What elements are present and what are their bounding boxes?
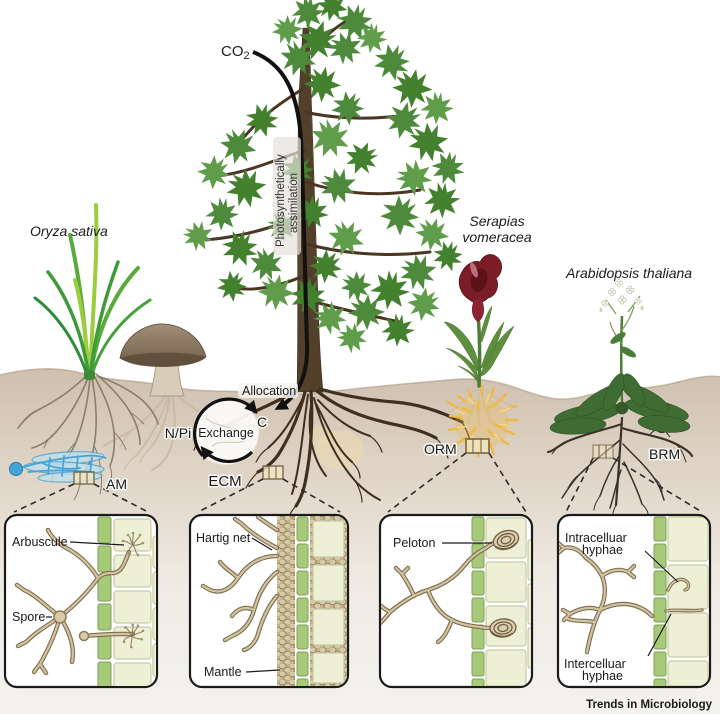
arabidopsis-rosette: [549, 373, 691, 435]
inset-ecm: Hartig net Mantle: [188, 513, 350, 689]
co2-assimilation-arrow: [252, 50, 310, 410]
am-zoom-rect: [73, 471, 95, 485]
tree: CO2 Photosyntheticallyassimilation: [178, 0, 471, 410]
journal-credit: Trends in Microbiology: [586, 699, 712, 711]
brm-label: BRM: [649, 446, 680, 462]
cycle-arc-top: [193, 397, 258, 458]
exchange-cycle: Allocation Exchange C N/Pi ECM: [163, 383, 298, 492]
am-label: AM: [106, 476, 127, 492]
rice-plant: Oryza sativa: [8, 203, 159, 501]
am-hyphae: [19, 454, 107, 477]
brm-zoom-rect: [592, 444, 614, 459]
nutrient-label: N/Pi: [165, 425, 191, 441]
arabidopsis-plant: Arabidopsis thaliana: [546, 265, 694, 515]
assimilation-label: Photosyntheticallyassimilation: [273, 137, 301, 255]
arabidopsis-shoot: [549, 279, 691, 435]
ecm-inset-hyphae: [200, 516, 280, 653]
mushroom: [119, 323, 207, 397]
rice-shoot: [33, 203, 152, 380]
peloton-label: Peloton: [393, 536, 435, 550]
tree-roots: [193, 387, 471, 518]
faded-roots: [103, 391, 225, 471]
am-structure: [8, 451, 107, 483]
rice-name-label: Oryza sativa: [30, 223, 108, 239]
allocation-label: Allocation: [242, 384, 296, 398]
orm-label: ORM: [424, 441, 457, 457]
co2-label: CO2: [221, 43, 250, 62]
cycle-arc-bottom: [200, 445, 254, 464]
ecm-zoom-rect: [262, 465, 284, 480]
arbuscule-label: Arbuscule: [12, 535, 68, 549]
inset-am: Arbuscule Spore: [3, 513, 159, 689]
arabidopsis-name-label: Arabidopsis thaliana: [565, 265, 692, 281]
spore-label: Spore: [12, 610, 45, 624]
mantle-label: Mantle: [204, 665, 242, 679]
am-spore: [8, 461, 24, 477]
ecm-label: ECM: [208, 473, 241, 490]
orm-inset-hyphae: [381, 526, 522, 646]
am-inset-hyphae: [14, 527, 149, 676]
carbon-label: C: [257, 414, 267, 430]
inset-orm: Peloton: [378, 513, 534, 689]
orchid-flower: [458, 254, 502, 322]
ecm-cell-layers: [277, 516, 347, 686]
hartig-net-label: Hartig net: [196, 531, 251, 545]
orm-zoom-rect: [465, 438, 490, 454]
svg-text:Photosyntheticallyassimilation: Photosyntheticallyassimilation: [275, 154, 300, 247]
zoom-indicators: AM ORM BRM: [13, 438, 703, 513]
exchange-label: Exchange: [198, 426, 254, 440]
brm-inset-hyphae: [559, 540, 704, 655]
